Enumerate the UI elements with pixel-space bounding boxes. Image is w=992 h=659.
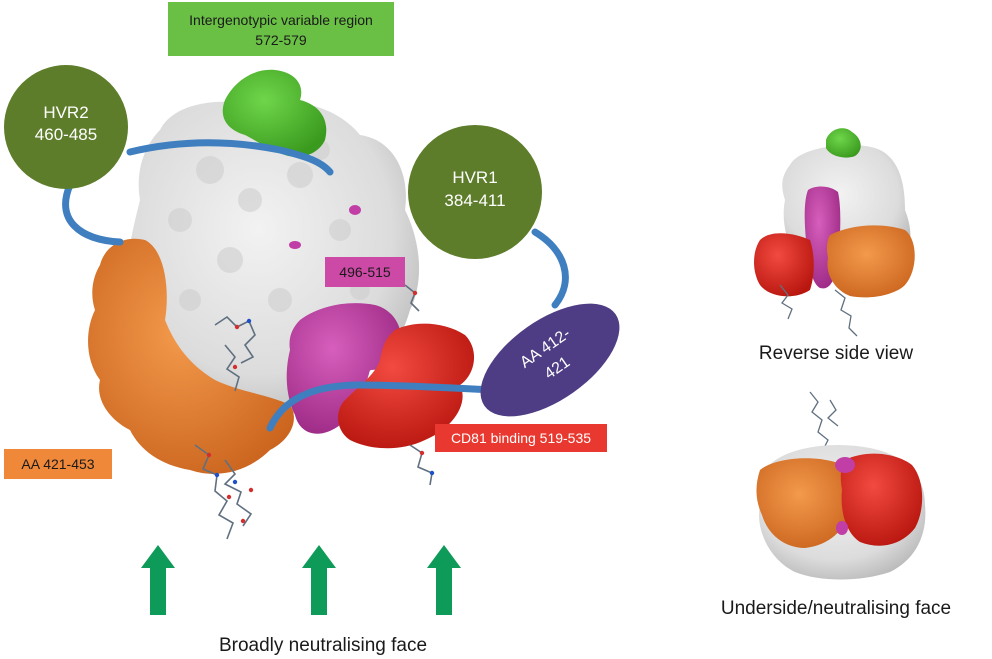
- hvr1-circle: [408, 125, 542, 259]
- up-arrow-icon: [427, 545, 461, 615]
- glycan-sticks: [194, 284, 433, 540]
- orange-region-421-453: [88, 238, 294, 474]
- hvr1-label-line1: HVR1: [452, 168, 497, 187]
- reverse-side-view: [754, 128, 915, 337]
- magenta-spot: [349, 205, 361, 215]
- ivr-box: [168, 2, 394, 56]
- broad-face-caption: Broadly neutralising face: [219, 635, 427, 656]
- underside-magenta: [836, 521, 848, 535]
- main-protein-view: HVR2 460-485 HVR1 384-411 AA 412- 421 In…: [4, 2, 620, 540]
- up-arrow-icon: [302, 545, 336, 615]
- aa421-box: [4, 449, 112, 479]
- cd81-box: [435, 424, 607, 452]
- hvr2-circle: [4, 65, 128, 189]
- reverse-orange: [826, 225, 915, 298]
- underside-view: [756, 391, 926, 580]
- reverse-green: [826, 128, 861, 158]
- aa412-ellipse: [480, 303, 620, 417]
- hvr2-label-line1: HVR2: [43, 103, 88, 122]
- blue-loop-hvr2: [62, 139, 334, 246]
- magenta-spot: [289, 241, 301, 249]
- reverse-view-caption: Reverse side view: [759, 343, 913, 364]
- aa421-label: AA 421-453: [21, 456, 94, 472]
- blue-loop-aa412: [266, 381, 499, 432]
- cd81-label: CD81 binding 519-535: [451, 430, 591, 446]
- neutralising-face-arrows: [141, 545, 461, 615]
- ivr-label-line1: Intergenotypic variable region: [189, 12, 373, 28]
- underside-red: [840, 453, 923, 546]
- ivr-label-line2: 572-579: [255, 32, 307, 48]
- magenta-region-496-515: [286, 303, 402, 434]
- underside-view-caption: Underside/neutralising face: [721, 598, 951, 619]
- up-arrow-icon: [141, 545, 175, 615]
- reverse-red: [754, 233, 814, 297]
- hvr2-label-line2: 460-485: [35, 125, 97, 144]
- underside-orange: [756, 458, 852, 548]
- blue-loop-hvr1: [531, 228, 569, 309]
- magenta-label: 496-515: [339, 264, 391, 280]
- glycan-atoms: [206, 290, 435, 524]
- hvr1-label-line2: 384-411: [444, 191, 505, 210]
- underside-magenta: [835, 457, 855, 473]
- reverse-glycans: [779, 284, 858, 337]
- green-region-ivr: [222, 69, 327, 157]
- magenta-label-box: [325, 257, 405, 287]
